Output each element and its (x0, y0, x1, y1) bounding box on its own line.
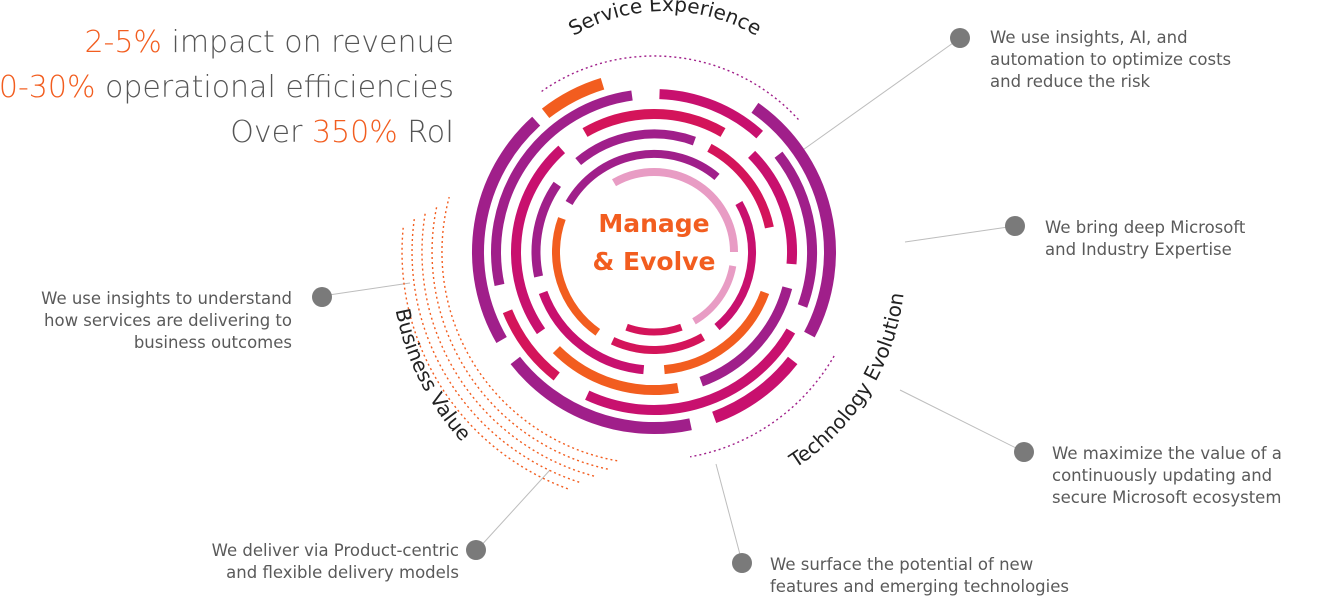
dotted-arc (441, 196, 618, 462)
dotted-arc (431, 205, 608, 470)
service-experience-textpath: Service Experience (564, 0, 765, 40)
ring-segment (511, 145, 566, 335)
ring-segment (714, 201, 756, 331)
callout-lower-right: We maximize the value of a continuously … (1052, 444, 1282, 507)
ring-segment (699, 286, 793, 387)
technology-evolution-label: Technology Evolution (784, 291, 908, 473)
connector-mid-right (904, 225, 1016, 243)
ring-segment (575, 129, 696, 166)
stat-efficiencies-value: 10-30% (0, 70, 96, 105)
dotted-arcs (401, 55, 835, 490)
ring-segment (707, 143, 774, 229)
ring-segment (610, 333, 705, 354)
ring-segment (612, 168, 738, 253)
stat-roi-prefix: Over (230, 115, 312, 150)
connector-lines (321, 37, 1025, 563)
stat-revenue-value: 2-5% (84, 25, 162, 60)
callout-top-right: We use insights, AI, and automation to o… (990, 28, 1232, 91)
connector-top-right (799, 37, 961, 153)
callout-bottom-left: We deliver via Product-centric and flexi… (211, 541, 459, 582)
ring-segment (748, 150, 797, 265)
ring-segment (472, 116, 541, 343)
callout-left: We use insights to understand how servic… (41, 289, 292, 352)
dotted-arc (421, 211, 595, 477)
callout-dot-bottom-center (732, 553, 752, 573)
connector-bottom-left (477, 469, 551, 550)
dotted-arc (541, 55, 801, 122)
ring-segment (692, 265, 737, 325)
ring-segment (565, 150, 720, 206)
stats-block: 2-5% impact on revenue 10-30% operationa… (0, 20, 454, 155)
ring-segment (502, 309, 560, 381)
stat-efficiencies-text: operational efficiencies (95, 70, 454, 105)
callout-dot-lower-right (1014, 442, 1034, 462)
ring-segment (538, 290, 645, 375)
stat-roi: Over 350% RoI (0, 110, 454, 155)
ring-segment (491, 90, 633, 286)
ring-segment (659, 89, 764, 139)
callout-bottom-center: We surface the potential of new features… (770, 555, 1069, 596)
connector-lower-right (899, 389, 1025, 453)
center-label-line1: Manage (598, 209, 709, 238)
dotted-arc (689, 355, 835, 458)
service-experience-label: Service Experience (564, 0, 765, 40)
ring-segment (541, 77, 605, 119)
business-value-label: Business Value (391, 306, 477, 445)
ring-segment (585, 328, 796, 415)
ring-segment (582, 109, 726, 137)
technology-evolution-textpath: Technology Evolution (784, 291, 908, 473)
connector-left (321, 282, 411, 297)
ring-segment (552, 346, 679, 395)
stat-revenue: 2-5% impact on revenue (0, 20, 454, 65)
ring-segment (510, 356, 692, 435)
ring-segments (472, 77, 836, 435)
stat-roi-value: 350% (311, 115, 398, 150)
dotted-arc (401, 225, 569, 490)
stat-roi-text: RoI (397, 115, 454, 150)
callout-dot-top-right (950, 28, 970, 48)
ring-segment (663, 290, 770, 375)
ring-segment (751, 102, 836, 338)
ring-segment (552, 217, 601, 336)
stat-revenue-text: impact on revenue (161, 25, 454, 60)
ring-segment (712, 356, 798, 424)
ring-segment (625, 323, 683, 336)
connector-bottom-center (715, 463, 743, 563)
callout-mid-right: We bring deep Microsoft and Industry Exp… (1045, 218, 1246, 259)
center-label-line2: & Evolve (593, 247, 716, 276)
ring-segment (774, 151, 817, 308)
callout-dot-mid-right (1005, 216, 1025, 236)
callout-dot-left (312, 287, 332, 307)
ring-segment (531, 181, 562, 278)
callout-dot-bottom-left (466, 540, 486, 560)
business-value-textpath: Business Value (391, 306, 477, 445)
stat-efficiencies: 10-30% operational efficiencies (0, 65, 454, 110)
